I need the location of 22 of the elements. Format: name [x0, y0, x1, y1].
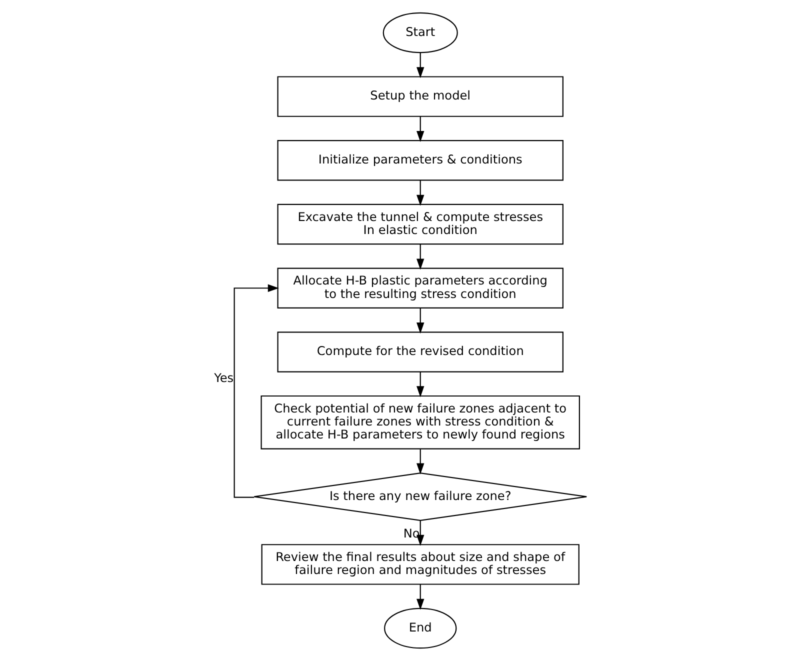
node-box: Compute for the revised condition — [277, 332, 564, 372]
arrow — [416, 116, 424, 142]
node-box: Initialize parameters & conditions — [277, 140, 564, 181]
arrow — [416, 52, 424, 78]
node-ellipse: End — [384, 608, 457, 649]
arrow — [416, 308, 424, 334]
node-box: Setup the model — [277, 76, 564, 117]
arrow — [416, 372, 424, 398]
arrow — [416, 520, 424, 546]
edge-label: No — [403, 526, 420, 541]
edge-label: Yes — [214, 371, 234, 386]
arrow — [416, 584, 424, 610]
node-diamond: Is there any new failure zone? — [254, 472, 588, 521]
node-box: Review the final results about size and shape of failure region and magnitudes of stresses — [261, 544, 580, 585]
arrow — [416, 180, 424, 206]
arrow — [416, 449, 424, 474]
arrow — [234, 284, 279, 498]
node-box: Excavate the tunnel & compute stresses In elastic condition — [277, 204, 564, 245]
arrow — [416, 244, 424, 270]
node-ellipse: Start — [382, 12, 458, 54]
node-box: Allocate H-B plastic parameters according to the resulting stress condition — [277, 268, 564, 308]
node-box: Check potential of new failure zones adjacent to current failure zones with stress condition & allocate H-B parameters to newly found regions — [260, 395, 580, 450]
